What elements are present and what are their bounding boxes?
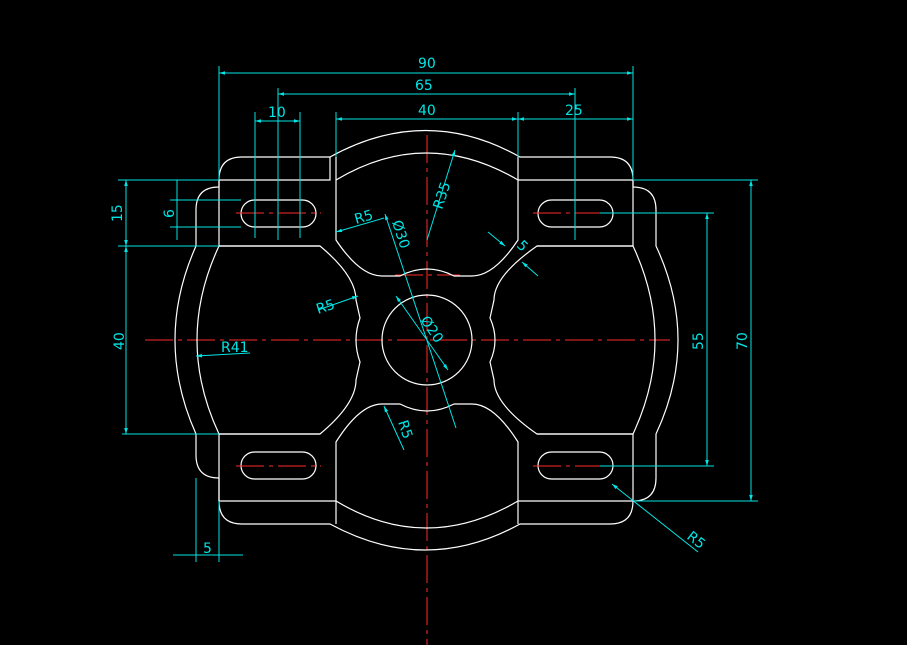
inner-top-left-pocket[interactable] <box>219 157 331 181</box>
pocket-left[interactable] <box>219 245 361 435</box>
spoke-pockets[interactable] <box>219 180 633 501</box>
pocket-bottom[interactable] <box>335 403 519 501</box>
inner-top-ring <box>335 152 519 181</box>
center-bore-circle[interactable] <box>381 294 473 386</box>
label-r5-corner: R5 <box>684 529 709 553</box>
label-r41: R41 <box>221 340 249 356</box>
leader-r5-top <box>335 217 385 233</box>
leader-r41 <box>195 352 251 358</box>
leader-r5-bottom <box>383 405 405 451</box>
leader-rib-5 <box>487 231 506 247</box>
label-90: 90 <box>418 56 436 72</box>
label-r5-left: R5 <box>314 297 337 318</box>
left-outer-arc <box>196 245 220 435</box>
leader-dia20 <box>395 295 449 371</box>
label-5-bottom: 5 <box>203 541 212 557</box>
label-dia20: Ø20 <box>417 313 446 346</box>
pocket-top[interactable] <box>335 180 519 277</box>
right-outer-arc <box>632 245 656 435</box>
leader-r5-left <box>317 295 359 311</box>
label-r5-bottom: R5 <box>394 418 415 441</box>
label-40-left: 40 <box>112 332 128 350</box>
label-65: 65 <box>415 78 433 94</box>
leader-r5-corner <box>611 483 699 553</box>
label-r5-top: R5 <box>353 207 375 228</box>
label-25: 25 <box>565 103 583 119</box>
label-6: 6 <box>162 209 178 218</box>
label-15: 15 <box>110 204 126 222</box>
dimensions <box>118 66 758 562</box>
inner-bottom-ring <box>335 500 519 529</box>
centerlines <box>145 135 670 645</box>
leader-r35 <box>426 149 456 241</box>
label-40-top: 40 <box>418 103 436 119</box>
pocket-right[interactable] <box>489 245 633 435</box>
label-70: 70 <box>735 332 751 350</box>
label-10: 10 <box>268 105 286 121</box>
label-55: 55 <box>691 332 707 350</box>
label-r35: R35 <box>431 180 455 211</box>
